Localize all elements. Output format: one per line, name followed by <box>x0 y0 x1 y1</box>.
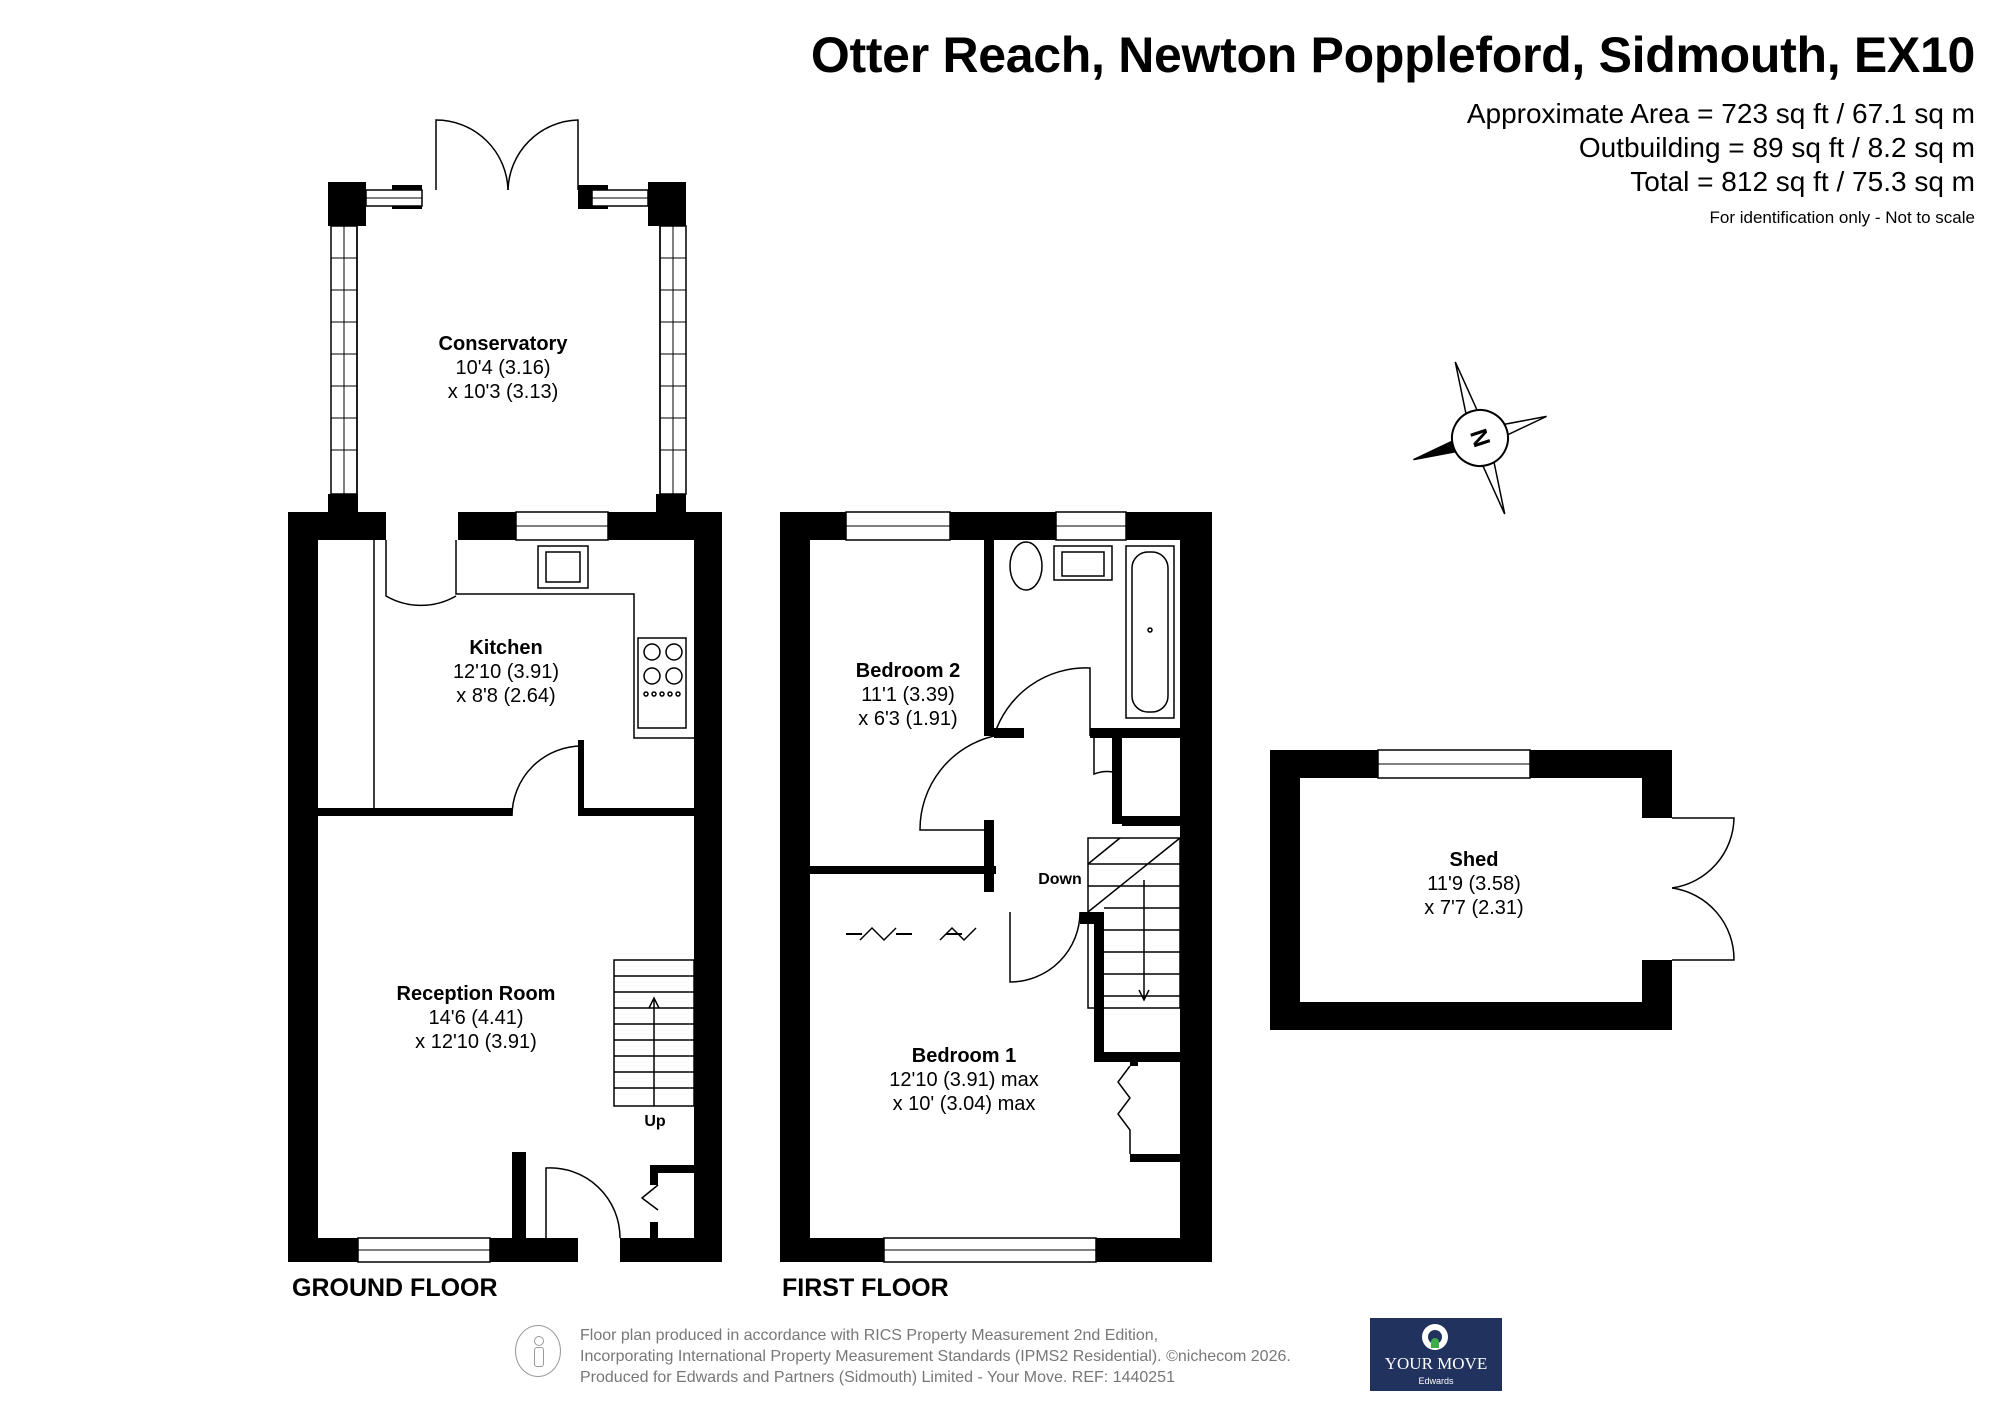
logo-mark-icon <box>1422 1324 1448 1350</box>
compass-icon <box>1413 361 1547 515</box>
outbuilding-area: Outbuilding = 89 sq ft / 8.2 sq m <box>1578 132 1975 163</box>
footer-text: Floor plan produced in accordance with R… <box>580 1325 1291 1388</box>
reception-name: Reception Room <box>397 983 556 1005</box>
stairs-up-label: Up <box>644 1113 666 1130</box>
reception-dim2: x 12'10 (3.91) <box>415 1031 537 1053</box>
shed-name: Shed <box>1450 849 1499 871</box>
stairs-down-label: Down <box>1038 871 1082 888</box>
ipms-person-icon <box>515 1325 561 1377</box>
bedroom1-dim2: x 10' (3.04) max <box>893 1093 1036 1115</box>
first-floor-label: FIRST FLOOR <box>782 1274 949 1302</box>
doors <box>385 119 1735 1239</box>
shed-dim1: 11'9 (3.58) <box>1427 873 1521 895</box>
footer-line-1: Floor plan produced in accordance with R… <box>580 1327 1159 1344</box>
conservatory-dim1: 10'4 (3.16) <box>456 357 551 379</box>
window-mullions <box>331 257 686 451</box>
kitchen-dim1: 12'10 (3.91) <box>453 661 559 683</box>
ground-floor-label: GROUND FLOOR <box>292 1274 498 1302</box>
reception-dim1: 14'6 (4.41) <box>429 1007 524 1029</box>
total-area: Total = 812 sq ft / 75.3 sq m <box>1630 166 1975 197</box>
conservatory-name: Conservatory <box>439 333 569 355</box>
brand-sub: Edwards <box>1418 1376 1454 1386</box>
footer-line-2: Incorporating International Property Mea… <box>580 1348 1291 1365</box>
conservatory-dim2: x 10'3 (3.13) <box>448 381 559 403</box>
first-stairs <box>1087 837 1181 1009</box>
kitchen-dim2: x 8'8 (2.64) <box>456 685 555 707</box>
kitchen-name: Kitchen <box>469 637 542 659</box>
bedroom2-dim1: 11'1 (3.39) <box>861 684 955 706</box>
bedroom1-dim1: 12'10 (3.91) max <box>889 1069 1038 1091</box>
shed-dim2: x 7'7 (2.31) <box>1424 897 1523 919</box>
footer-line-3: Produced for Edwards and Partners (Sidmo… <box>580 1369 1175 1386</box>
disclaimer: For identification only - Not to scale <box>1709 208 1975 227</box>
your-move-logo: YOUR MOVE Edwards <box>1370 1318 1502 1391</box>
conservatory-outline <box>356 226 661 494</box>
kitchen-fittings <box>373 540 694 808</box>
window-lines <box>343 197 1530 1251</box>
property-title: Otter Reach, Newton Poppleford, Sidmouth… <box>810 27 1975 83</box>
walls <box>288 182 1672 1262</box>
approx-area: Approximate Area = 723 sq ft / 67.1 sq m <box>1466 98 1975 129</box>
brand-name: YOUR MOVE <box>1384 1354 1488 1373</box>
bathroom-fittings <box>1009 541 1175 719</box>
bedroom2-dim2: x 6'3 (1.91) <box>858 708 957 730</box>
bedroom1-name: Bedroom 1 <box>912 1045 1016 1067</box>
ground-stairs <box>613 959 695 1107</box>
bedroom2-name: Bedroom 2 <box>856 660 960 682</box>
